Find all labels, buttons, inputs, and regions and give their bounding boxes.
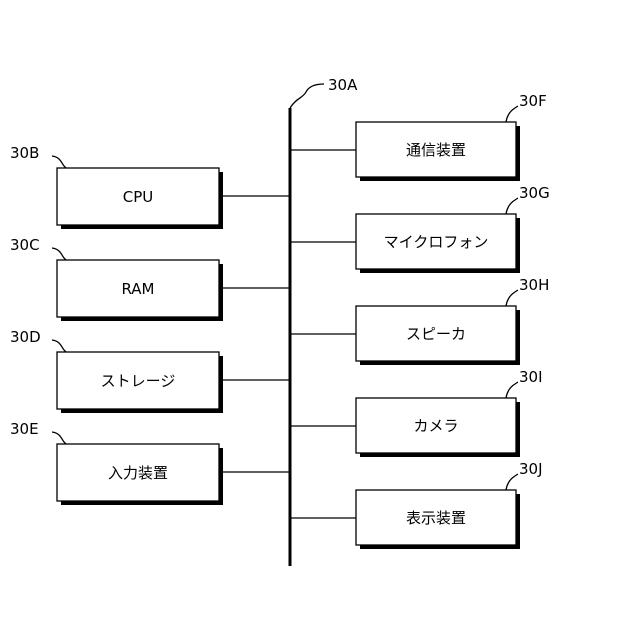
block-storage: ストレージ 30D (10, 328, 290, 413)
block-communication-device-label: 通信装置 (406, 141, 466, 159)
block-storage-ref: 30D (10, 328, 41, 346)
block-communication-device: 通信装置 30F (290, 92, 547, 181)
block-communication-device-ref-leader (506, 106, 518, 122)
block-microphone-ref: 30G (519, 184, 550, 202)
block-speaker-ref: 30H (519, 276, 549, 294)
block-ram-label: RAM (121, 280, 154, 298)
block-camera-ref: 30I (519, 368, 543, 386)
block-display-device-label: 表示装置 (406, 509, 466, 527)
block-input-device: 入力装置 30E (10, 420, 290, 505)
block-cpu-ref-leader (52, 156, 66, 168)
block-input-device-label: 入力装置 (108, 464, 168, 482)
bus-ref-label: 30A (328, 76, 358, 94)
block-ram-ref: 30C (10, 236, 40, 254)
block-camera-ref-leader (506, 382, 518, 398)
block-microphone-ref-leader (506, 198, 518, 214)
block-speaker-label: スピーカ (406, 325, 466, 343)
block-cpu-ref: 30B (10, 144, 39, 162)
block-input-device-ref: 30E (10, 420, 39, 438)
block-cpu: CPU 30B (10, 144, 290, 229)
block-display-device-ref-leader (506, 474, 518, 490)
block-communication-device-ref: 30F (519, 92, 547, 110)
block-display-device-ref: 30J (519, 460, 543, 478)
block-input-device-ref-leader (52, 432, 66, 444)
bus-ref-leader (290, 84, 324, 108)
block-display-device: 表示装置 30J (290, 460, 543, 549)
block-camera: カメラ 30I (290, 368, 543, 457)
block-storage-ref-leader (52, 340, 66, 352)
block-cpu-label: CPU (123, 188, 154, 206)
block-microphone: マイクロフォン 30G (290, 184, 550, 273)
block-speaker: スピーカ 30H (290, 276, 549, 365)
block-camera-label: カメラ (413, 417, 458, 435)
block-ram: RAM 30C (10, 236, 290, 321)
block-ram-ref-leader (52, 248, 66, 260)
block-speaker-ref-leader (506, 290, 518, 306)
block-microphone-label: マイクロフォン (384, 233, 489, 251)
block-storage-label: ストレージ (101, 372, 176, 390)
